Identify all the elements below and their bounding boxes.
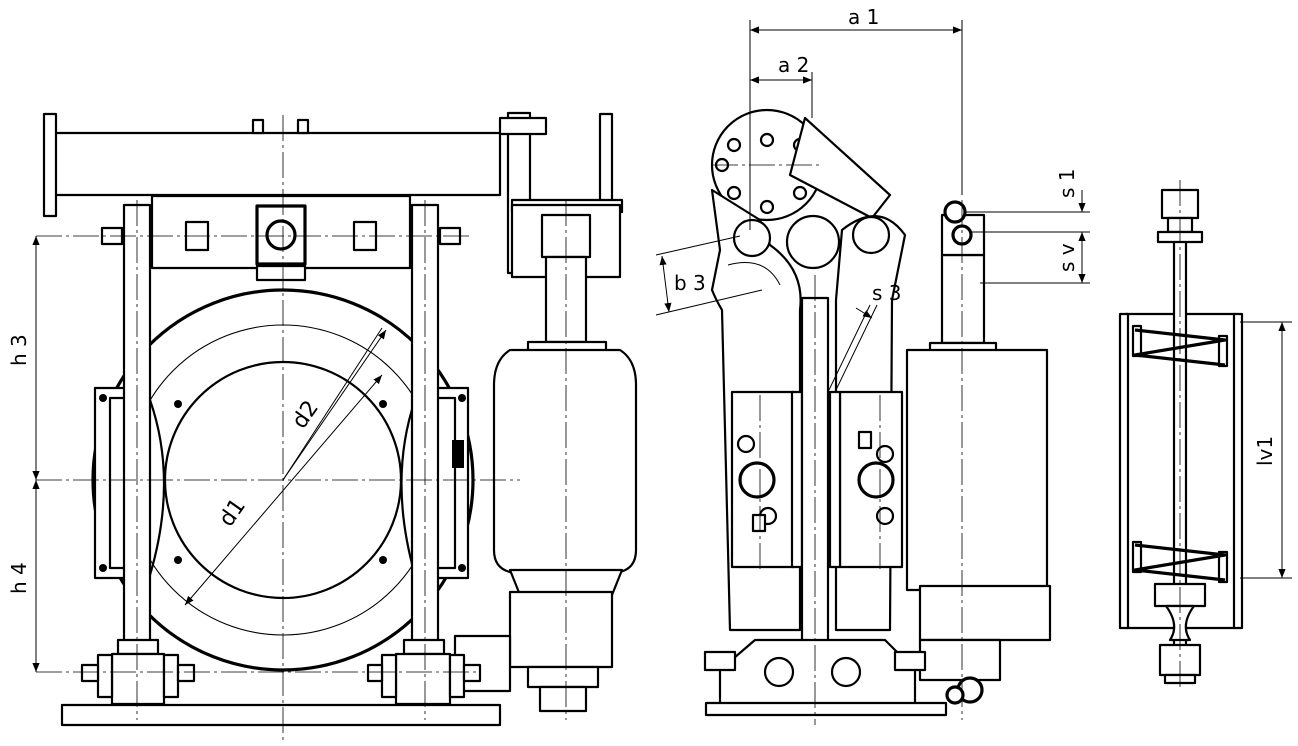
- right-lower-pivot: [366, 638, 482, 706]
- label-h3: h 3: [7, 334, 31, 366]
- top-tube: [53, 131, 502, 197]
- label-d1: d1: [214, 494, 251, 531]
- left-lower-pivot: [80, 638, 196, 706]
- label-s1: s 1: [1055, 168, 1079, 198]
- label-sv: s v: [1055, 243, 1079, 272]
- side-base: [718, 638, 917, 707]
- center-nut: [255, 204, 307, 266]
- label-h4: h 4: [7, 562, 31, 594]
- spring-view: [1118, 180, 1292, 690]
- thruster: [453, 213, 638, 713]
- base-plate: [60, 703, 502, 727]
- left-flange: [42, 112, 58, 218]
- front-view: [36, 111, 638, 740]
- label-a2: a 2: [778, 53, 809, 77]
- label-a1: a 1: [848, 5, 879, 29]
- side-thruster-body: [905, 348, 1049, 592]
- label-lv1: lv1: [1253, 436, 1277, 466]
- side-view: [655, 20, 1090, 725]
- label-b3: b 3: [674, 271, 706, 295]
- label-s3: s 3: [872, 281, 902, 305]
